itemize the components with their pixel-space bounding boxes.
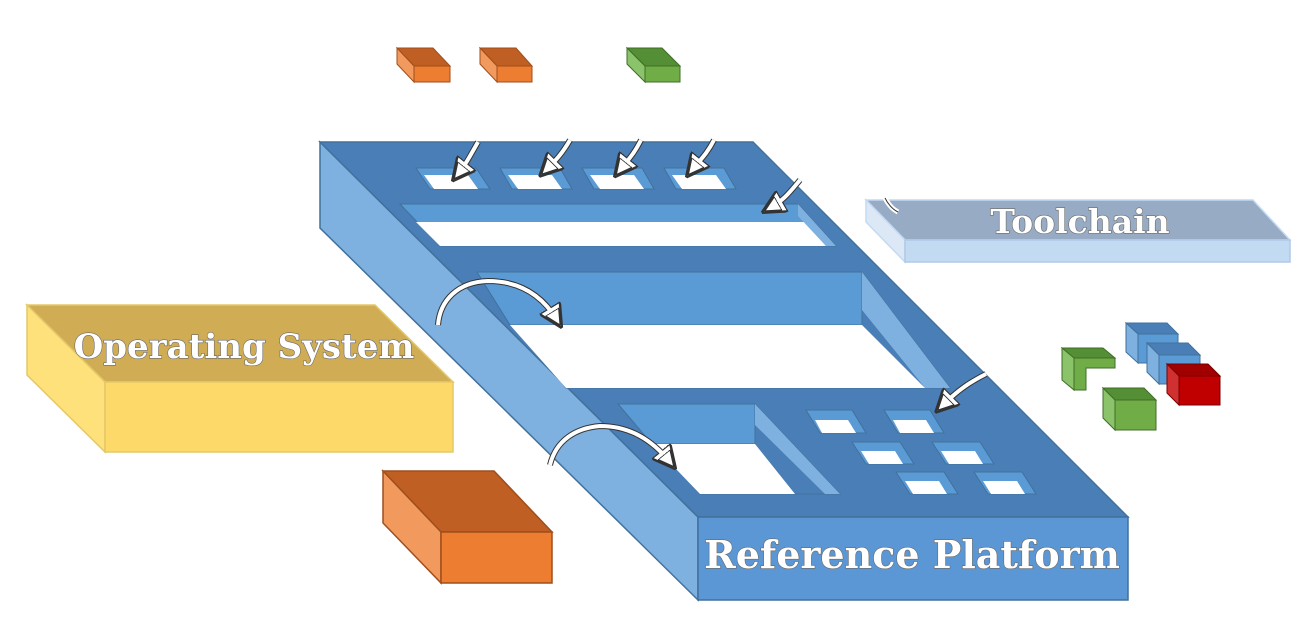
arrow-2 [546,138,573,170]
operating-system-block: Operating System [25,303,455,454]
green-cube [1101,386,1158,432]
long-slot-1 [398,203,838,247]
top-orange-block-2 [478,46,534,84]
arrow-toolchain [770,178,803,208]
arrow-1 [458,140,481,174]
top-orange-block-1 [395,46,452,84]
arrow-3 [620,138,644,170]
bottom-left-slot [616,403,842,495]
insertion-arrows [435,138,988,465]
top-green-block [625,46,682,84]
arrow-os [435,277,557,325]
arrow-4 [692,138,717,170]
reference-platform-block: Reference Platform [318,140,1130,602]
bottom-orange-block [381,469,554,585]
green-l-block [1060,346,1117,392]
toolchain-label: Toolchain [990,202,1169,241]
operating-system-label: Operating System [74,327,415,367]
arrow-orange-box [547,422,670,465]
arrow-cubes [942,371,988,406]
small-slot-grid [805,409,1037,495]
toolchain-block: Toolchain [864,196,1292,264]
red-cube [1165,362,1222,407]
right-cube-cluster [1060,321,1222,432]
reference-platform-label: Reference Platform [704,532,1120,577]
